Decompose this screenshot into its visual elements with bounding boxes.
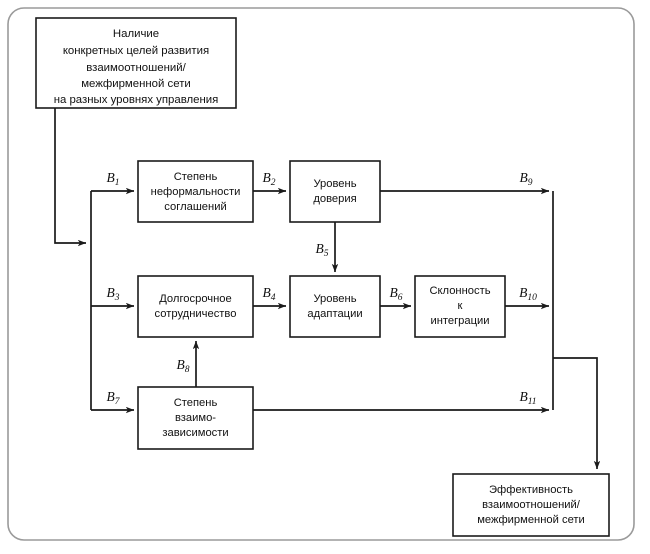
longterm-cooperation-box[interactable]: [137, 275, 254, 338]
edge-label-B3-sub: 3: [114, 293, 120, 303]
edge-label-B2-sub: 2: [271, 178, 276, 188]
edge-label-B6-sub: 6: [398, 293, 403, 303]
edge-label-B11: B11: [519, 389, 536, 407]
edge-label-B10-base: B: [519, 285, 527, 300]
edge-label-B3: B3: [107, 285, 120, 303]
edge-label-B7-sub: 7: [115, 397, 121, 407]
node-informality[interactable]: Степень неформальности соглашений: [137, 160, 254, 223]
trust-line-0: Уровень: [313, 178, 356, 190]
informality-line-1: неформальности: [151, 186, 241, 198]
trust-line-1: доверия: [313, 193, 356, 205]
edge-label-B2: B2: [263, 170, 276, 188]
edge-goals-to-trunk: [54, 108, 87, 247]
node-effectiveness[interactable]: Эффективность взаимоотношений/ межфирмен…: [452, 473, 610, 537]
edge-label-B11-sub: 11: [528, 397, 537, 407]
edge-label-group: B1 B2 B3 B4 B5 B6 B7 B8 B9 B10 B11: [107, 170, 538, 407]
edge-label-B10: B10: [519, 285, 537, 303]
edge-label-B10-sub: 10: [527, 293, 537, 303]
node-integration[interactable]: Склонность к интеграции: [414, 275, 506, 338]
edge-label-B8: B8: [177, 357, 190, 375]
edge-label-B1-sub: 1: [115, 178, 120, 188]
edge-label-B4-sub: 4: [271, 293, 276, 303]
informality-line-0: Степень: [174, 171, 218, 183]
effectiveness-line-0: Эффективность: [489, 484, 573, 496]
connector-group: [54, 108, 601, 470]
edge-label-B6-base: B: [390, 285, 398, 300]
interdependence-line-1: взаимо-: [175, 412, 216, 424]
edge-label-B1-base: B: [107, 170, 115, 185]
node-adaptation[interactable]: Уровень адаптации: [289, 275, 381, 338]
adaptation-line-1: адаптации: [307, 308, 362, 320]
node-trust[interactable]: Уровень доверия: [289, 160, 381, 223]
edge-label-B7-base: B: [107, 389, 115, 404]
edge-label-B8-base: B: [177, 357, 185, 372]
edge-label-B7: B7: [107, 389, 121, 407]
integration-line-2: интеграции: [430, 315, 489, 327]
edge-label-B4: B4: [263, 285, 276, 303]
goals-line-3: межфирменной сети: [81, 78, 191, 90]
effectiveness-line-2: межфирменной сети: [477, 514, 585, 526]
longterm-line-0: Долгосрочное: [159, 293, 232, 305]
node-longterm[interactable]: Долгосрочное сотрудничество: [137, 275, 254, 338]
adaptation-line-0: Уровень: [313, 293, 356, 305]
edge-label-B3-base: B: [107, 285, 115, 300]
informality-box[interactable]: [137, 160, 254, 223]
edge-label-B9: B9: [520, 170, 533, 188]
integration-line-1: к: [458, 300, 463, 312]
goals-line-1: конкретных целей развития: [63, 45, 209, 57]
interdependence-box[interactable]: [137, 386, 254, 450]
integration-line-0: Склонность: [429, 285, 490, 297]
edge-label-B9-sub: 9: [528, 178, 533, 188]
edge-label-B1: B1: [107, 170, 120, 188]
edge-label-B5: B5: [316, 241, 329, 259]
edge-label-B11-base: B: [519, 389, 527, 404]
edge-label-B9-base: B: [520, 170, 528, 185]
effectiveness-box[interactable]: [452, 473, 610, 537]
node-goals[interactable]: Наличие конкретных целей развития взаимо…: [35, 17, 237, 109]
goals-line-2: взаимоотношений/: [86, 62, 186, 74]
edge-label-B4-base: B: [263, 285, 271, 300]
longterm-line-1: сотрудничество: [155, 308, 237, 320]
edge-label-B6: B6: [390, 285, 403, 303]
node-interdependence[interactable]: Степень взаимо- зависимости: [137, 386, 254, 450]
goals-box[interactable]: [35, 17, 237, 109]
trust-box[interactable]: [289, 160, 381, 223]
interdependence-line-2: зависимости: [162, 427, 228, 439]
integration-propensity-box[interactable]: [414, 275, 506, 338]
adaptation-level-box[interactable]: [289, 275, 381, 338]
goals-line-4: на разных уровнях управления: [54, 94, 219, 106]
edge-label-B5-sub: 5: [324, 249, 329, 259]
edge-label-B2-base: B: [263, 170, 271, 185]
edge-label-B5-base: B: [316, 241, 324, 256]
goals-line-0: Наличие: [113, 28, 159, 40]
interdependence-line-0: Степень: [174, 397, 218, 409]
effectiveness-line-1: взаимоотношений/: [482, 499, 581, 511]
edge-trunk-to-effectiveness: [553, 357, 601, 470]
informality-line-2: соглашений: [164, 201, 226, 213]
edge-label-B8-sub: 8: [185, 365, 190, 375]
